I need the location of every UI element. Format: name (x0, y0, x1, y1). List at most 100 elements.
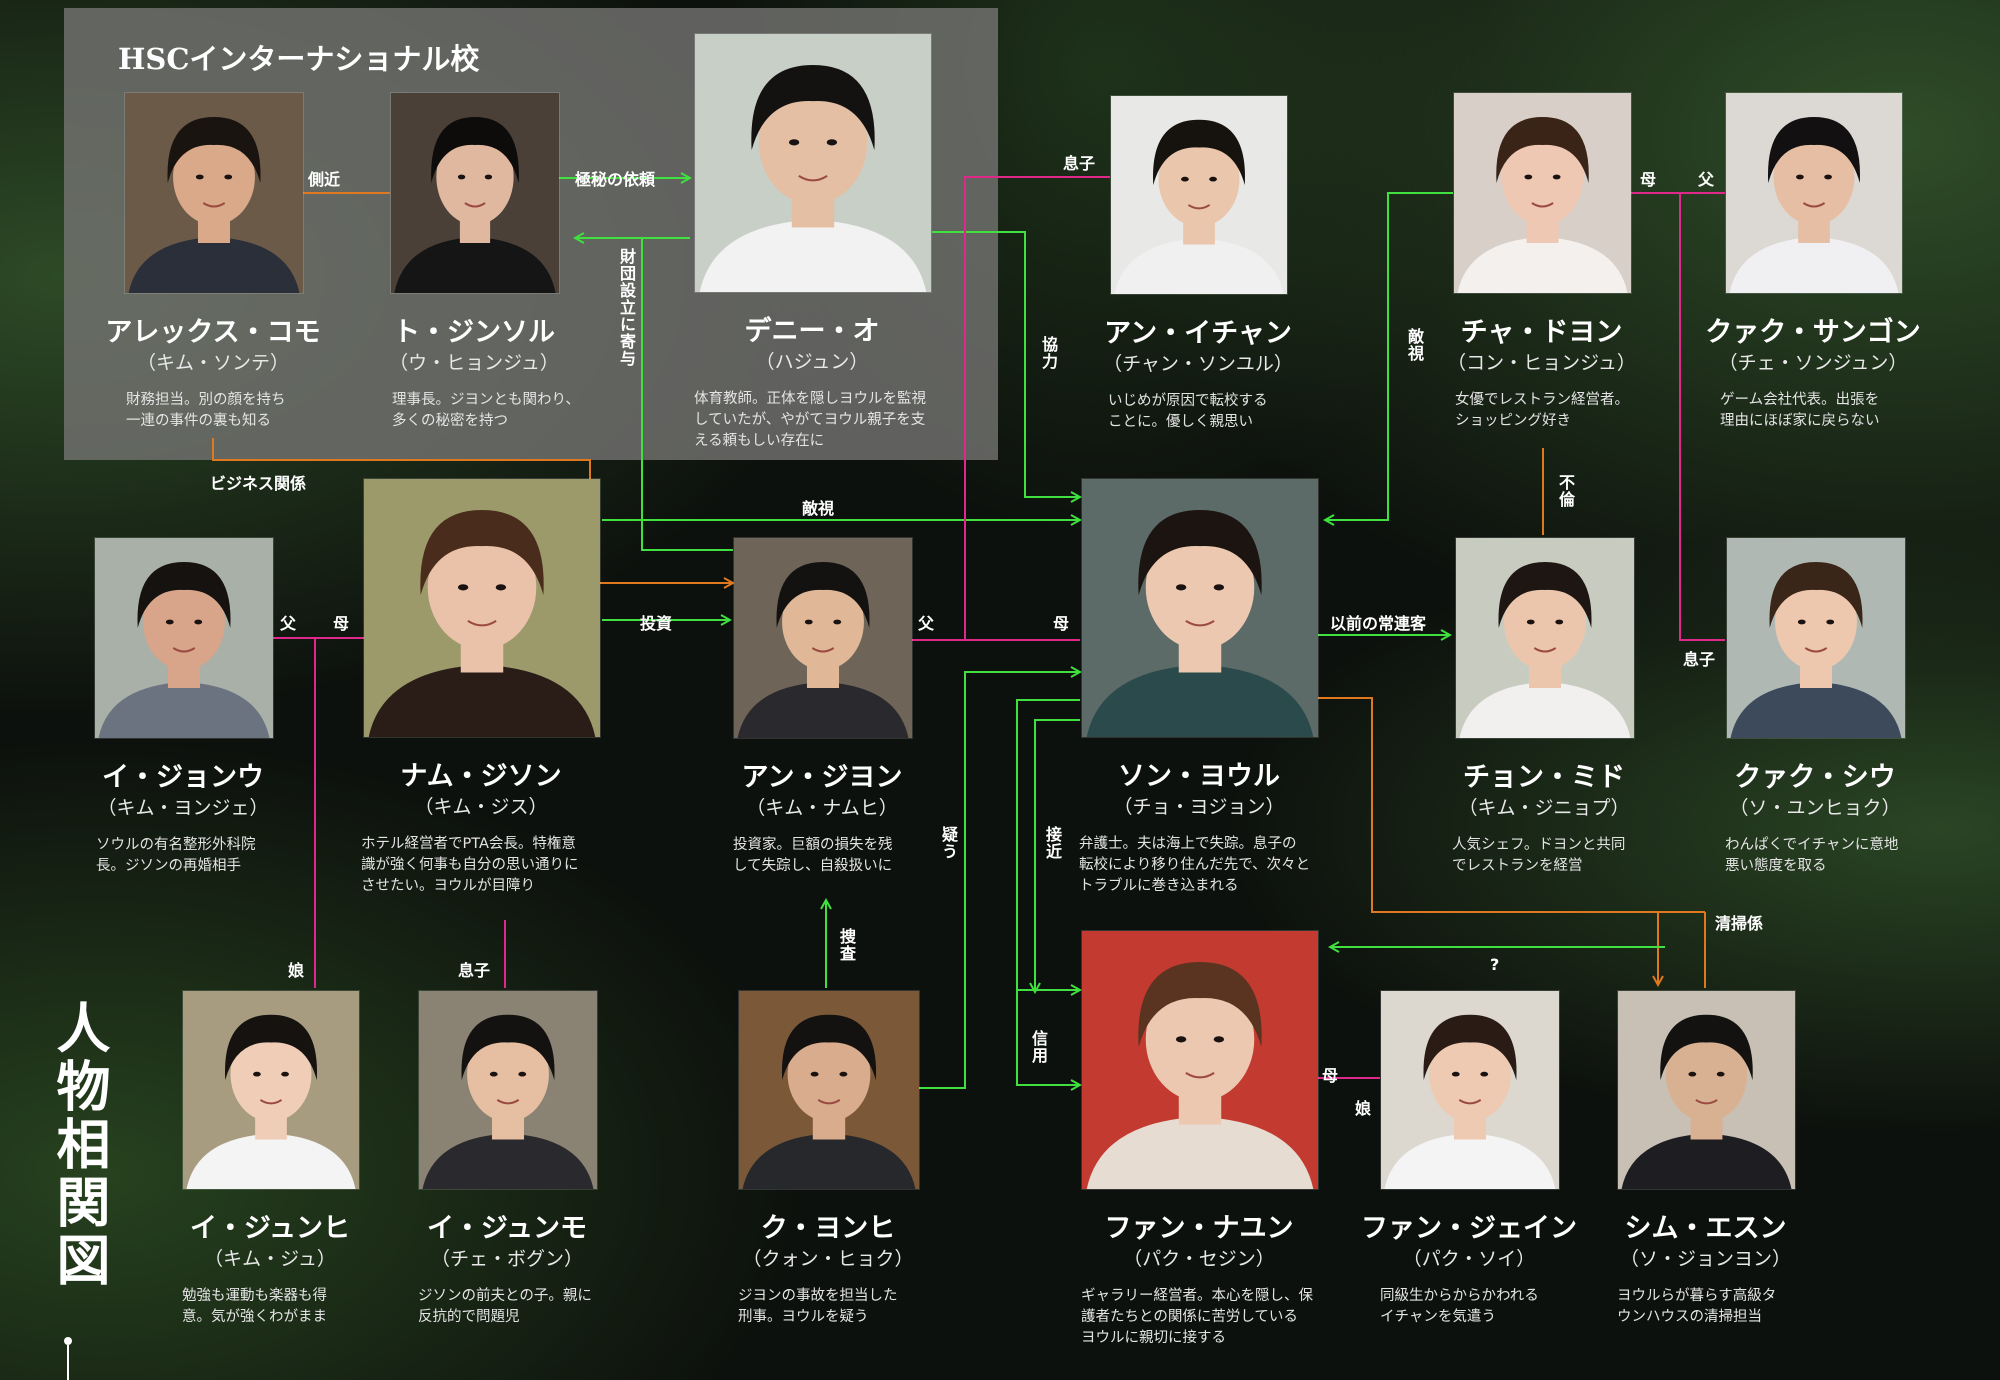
actor-nayun: （パク・セジン） (1123, 1248, 1275, 1270)
label-sousa: 捜査 (837, 928, 856, 962)
label-haha1: 母 (1640, 170, 1657, 189)
actor-siu: （ソ・ユンヒョク） (1729, 797, 1901, 819)
label-joren: 以前の常連客 (1330, 614, 1427, 633)
name-tojin: ト・ジンソル (393, 317, 555, 348)
label-haha2: 母 (333, 614, 350, 633)
label-zaidan: 財団設立に寄与 (617, 248, 636, 367)
desc-nayun: ギャラリー経営者。本心を隠し、保 護者たちとの関係に苦労している ヨウルに親切に… (1081, 1288, 1313, 1346)
line-tekishi-dayon (1325, 192, 1453, 520)
name-jison: ナム・ジソン (400, 761, 562, 792)
name-siu: クァク・シウ (1734, 762, 1896, 793)
line-zaidan-v (641, 238, 733, 551)
line-cleaner (1318, 697, 1658, 985)
desc-esun: ヨウルらが暮らす高級タ ウンハウスの清掃担当 (1617, 1288, 1777, 1325)
actor-junmo: （チェ・ボグン） (430, 1248, 583, 1270)
label-haha4: 母 (1322, 1066, 1339, 1085)
title-pin (64, 1337, 72, 1380)
desc-junhi: 勉強も運動も楽器も得 意。気が強くわがまま (182, 1288, 327, 1325)
line-shinyo (1016, 990, 1080, 1085)
label-shinyo: 信用 (1029, 1030, 1048, 1064)
name-esun: シム・エスン (1624, 1213, 1787, 1244)
desc-danny: 体育教師。正体を隠しヨウルを監視 していたが、やがてヨウル親子を支 える頼もしい… (694, 391, 926, 449)
actor-kuyon: （クォン・ヒョク） (742, 1248, 914, 1270)
desc-alex: 財務担当。別の顔を持ち 一連の事件の裏も知る (126, 392, 286, 429)
actor-jiyon: （キム・ナムヒ） (746, 797, 898, 819)
name-ichan: アン・イチャン (1104, 318, 1292, 349)
actor-danny: （ハジュン） (755, 351, 869, 373)
portrait-junhi (182, 990, 360, 1190)
portrait-sangon (1725, 92, 1903, 294)
portrait-youl (1081, 478, 1319, 738)
label-gokuhi: 極秘の依頼 (575, 170, 656, 189)
line-musuko-ichan (964, 176, 1110, 640)
actor-jison: （キム・ジス） (414, 796, 548, 818)
actor-esun: （ソ・ジョンヨン） (1619, 1248, 1791, 1270)
name-junmo: イ・ジュンモ (426, 1213, 588, 1244)
name-mido: チョン・ミド (1463, 762, 1625, 793)
desc-tojin: 理事長。ジヨンとも関わり、 多くの秘密を持つ (392, 392, 580, 429)
portrait-esun (1617, 990, 1796, 1190)
name-youl: ソン・ヨウル (1118, 761, 1280, 792)
actor-alex: （キム・ソンテ） (136, 352, 289, 374)
label-chichi1: 父 (1698, 170, 1715, 189)
desc-jison: ホテル経営者でPTA会長。特権意 識が強く何事も自分の思い通りに させたい。ヨウ… (361, 836, 579, 894)
actor-jongwoo: （キム・ヨンジェ） (97, 797, 269, 819)
label-kyoryoku: 協力 (1039, 336, 1058, 370)
label-musuko1: 息子 (1063, 154, 1096, 173)
line-parents-siu (1658, 192, 1725, 641)
actor-sangon: （チェ・ソンジュン） (1718, 352, 1908, 374)
desc-youl: 弁護士。夫は海上で失踪。息子の 転校により移り住んだ先で、次々と トラブルに巻き… (1079, 836, 1311, 894)
page-title: 人物相関図 (47, 1000, 111, 1290)
portrait-danny (694, 33, 932, 293)
actor-youl: （チョ・ヨジョン） (1113, 796, 1285, 818)
name-jongwoo: イ・ジョンウ (102, 762, 264, 793)
portrait-junmo (418, 990, 598, 1190)
name-junhi: イ・ジュンヒ (189, 1213, 351, 1244)
label-utagau: 疑う (939, 826, 958, 860)
desc-siu: わんぱくでイチャンに意地 悪い態度を取る (1725, 837, 1899, 874)
actor-mido: （キム・ジニョプ） (1458, 797, 1630, 819)
label-musuko3: 息子 (458, 961, 491, 980)
name-kuyon: ク・ヨンヒ (760, 1213, 896, 1244)
actor-junhi: （キム・ジュ） (204, 1248, 336, 1270)
line-sekkin (1016, 699, 1080, 990)
line-sekkin2 (1035, 719, 1080, 992)
desc-ichan: いじめが原因で転校する ことに。優しく親思い (1108, 393, 1268, 430)
label-question: ? (1490, 955, 1500, 974)
desc-jein: 同級生からからかわれる イチャンを気遣う (1380, 1288, 1539, 1325)
portrait-mido (1455, 537, 1635, 739)
label-haha3: 母 (1053, 614, 1070, 633)
desc-jongwoo: ソウルの有名整形外科院 長。ジソンの再婚相手 (96, 837, 256, 874)
label-tekishi: 敵視 (802, 499, 835, 518)
label-tekishi-v: 敵視 (1405, 328, 1424, 362)
label-musume2: 娘 (1355, 1099, 1372, 1118)
actor-tojin: （ウ・ヒョンジュ） (389, 352, 559, 374)
portrait-jongwoo (94, 537, 274, 739)
desc-sangon: ゲーム会社代表。出張を 理由にほぼ家に戻らない (1720, 392, 1880, 429)
label-musume1: 娘 (288, 961, 305, 980)
name-jiyon: アン・ジヨン (741, 762, 903, 793)
portrait-jison (363, 478, 601, 738)
desc-mido: 人気シェフ。ドヨンと共同 でレストランを経営 (1452, 837, 1626, 874)
label-chichi2: 父 (280, 614, 297, 633)
portrait-tojin (390, 92, 560, 294)
label-musuko2: 息子 (1683, 650, 1716, 669)
label-furin: 不倫 (1556, 474, 1575, 508)
portrait-ichan (1110, 95, 1288, 295)
school-title: HSCインターナショナル校 (118, 42, 480, 76)
desc-dayon: 女優でレストラン経営者。 ショッピング好き (1455, 392, 1629, 429)
portrait-siu (1726, 537, 1906, 739)
portrait-dayon (1453, 92, 1632, 294)
actor-jein: （パク・ソイ） (1402, 1248, 1536, 1270)
label-business: ビジネス関係 (210, 474, 307, 493)
name-nayun: ファン・ナユン (1104, 1213, 1294, 1244)
name-danny: デニー・オ (744, 316, 880, 347)
portrait-alex (124, 92, 304, 294)
name-jein: ファン・ジェイン (1361, 1213, 1577, 1244)
actor-dayon: （コン・ヒョンジュ） (1447, 352, 1636, 374)
desc-junmo: ジソンの前夫との子。親に 反抗的で問題児 (418, 1288, 592, 1325)
portrait-nayun (1081, 930, 1319, 1190)
label-seisou: 清掃係 (1715, 914, 1764, 933)
line-business (212, 438, 733, 583)
actor-ichan: （チャン・ソンユル） (1103, 353, 1293, 375)
